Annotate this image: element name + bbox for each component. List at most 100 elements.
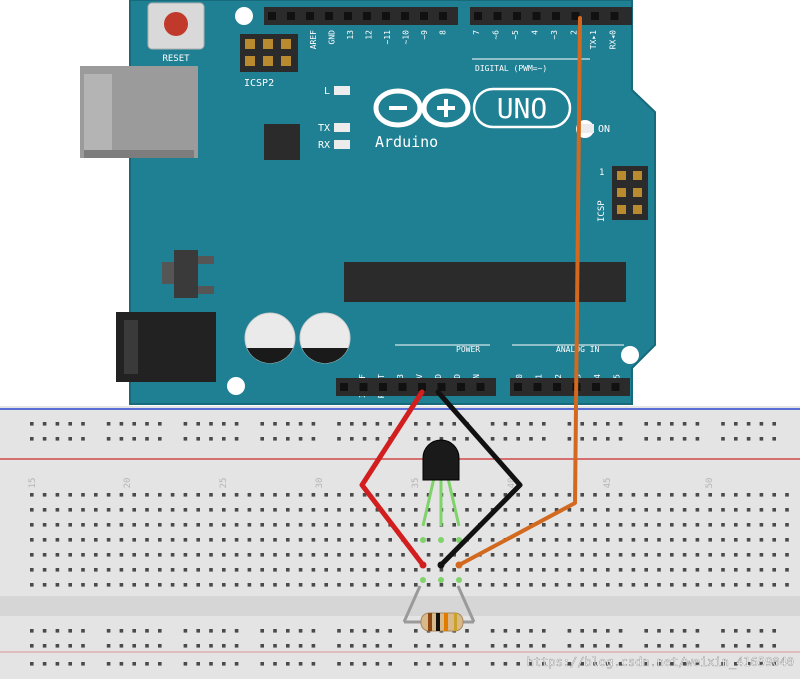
breadboard-hole <box>209 568 213 572</box>
breadboard-hole <box>183 568 188 572</box>
digital-pin-label: ~10 <box>402 30 411 45</box>
breadboard-hole <box>298 538 303 542</box>
breadboard-hole <box>337 583 341 587</box>
breadboard-hole <box>529 437 533 441</box>
breadboard-hole <box>375 568 380 572</box>
breadboard-hole <box>247 523 252 527</box>
breadboard-hole <box>388 583 392 587</box>
breadboard-hole <box>772 493 776 497</box>
breadboard-hole <box>375 493 380 497</box>
breadboard-hole <box>209 662 213 666</box>
capacitor <box>244 312 296 364</box>
breadboard-hole <box>145 523 149 527</box>
breadboard-hole <box>68 568 72 572</box>
led-l-label: L <box>324 86 330 97</box>
breadboard-hole <box>68 437 72 441</box>
breadboard-hole <box>490 553 495 557</box>
breadboard-hole <box>375 629 380 633</box>
usb-connector <box>80 66 198 158</box>
breadboard-hole <box>260 523 264 527</box>
column-number: 40 <box>507 478 517 489</box>
breadboard-hole <box>209 583 213 587</box>
breadboard-hole <box>362 422 367 426</box>
breadboard-hole <box>132 523 136 527</box>
breadboard-hole <box>618 422 623 426</box>
breadboard-hole <box>426 583 431 587</box>
breadboard-hole <box>734 538 738 542</box>
breadboard-hole <box>30 644 34 648</box>
breadboard-hole <box>759 568 764 572</box>
breadboard-hole <box>618 644 623 648</box>
breadboard-hole <box>94 508 98 512</box>
breadboard-hole <box>657 629 661 633</box>
breadboard-hole <box>298 508 303 512</box>
breadboard-hole <box>234 662 239 666</box>
breadboard-hole <box>145 644 149 648</box>
breadboard-hole <box>350 568 354 572</box>
breadboard-hole <box>670 568 674 572</box>
breadboard-hole <box>542 508 546 512</box>
breadboard-hole <box>516 437 520 441</box>
breadboard-hole <box>490 644 495 648</box>
breadboard-hole <box>580 437 584 441</box>
breadboard-hole <box>414 422 418 426</box>
breadboard-hole <box>375 523 380 527</box>
breadboard-hole <box>593 662 597 666</box>
microcontroller-chip <box>344 262 626 302</box>
breadboard-hole <box>55 508 60 512</box>
header-pin <box>513 12 521 20</box>
breadboard-hole <box>401 553 405 557</box>
breadboard-hole <box>350 662 354 666</box>
breadboard-hole <box>401 583 405 587</box>
breadboard-hole <box>337 523 341 527</box>
breadboard-hole <box>567 422 572 426</box>
breadboard-hole <box>503 583 508 587</box>
breadboard-hole <box>593 553 597 557</box>
breadboard-hole <box>670 422 674 426</box>
breadboard-hole <box>746 629 751 633</box>
breadboard-hole <box>542 538 546 542</box>
breadboard-hole <box>145 583 149 587</box>
breadboard-hole <box>606 553 610 557</box>
breadboard-hole <box>670 644 674 648</box>
digital-pin-label: 8 <box>439 30 448 35</box>
breadboard-hole <box>42 493 47 497</box>
breadboard-hole <box>465 493 469 497</box>
breadboard-hole <box>708 538 712 542</box>
digital-pin-label: GND <box>328 30 337 45</box>
breadboard-hole <box>209 422 213 426</box>
breadboard-hole <box>606 422 610 426</box>
center-channel <box>0 596 800 616</box>
breadboard-hole <box>222 662 226 666</box>
breadboard-hole <box>452 538 456 542</box>
breadboard-hole <box>234 508 239 512</box>
breadboard-hole <box>426 523 431 527</box>
breadboard-hole <box>388 644 392 648</box>
breadboard-hole <box>222 538 226 542</box>
breadboard-hole <box>298 629 303 633</box>
breadboard-hole <box>785 583 789 587</box>
breadboard-hole <box>94 493 98 497</box>
breadboard-hole <box>746 583 751 587</box>
breadboard-hole <box>414 508 418 512</box>
breadboard-hole <box>298 422 303 426</box>
breadboard-hole <box>593 583 597 587</box>
breadboard-hole <box>772 523 776 527</box>
breadboard-hole <box>606 523 610 527</box>
breadboard-hole <box>516 538 520 542</box>
resistor <box>402 585 476 632</box>
breadboard-hole <box>286 493 290 497</box>
uno-label: UNO <box>497 92 548 125</box>
breadboard-hole <box>426 553 431 557</box>
breadboard-hole <box>145 629 149 633</box>
reset-button[interactable] <box>147 2 205 50</box>
breadboard-hole <box>145 553 149 557</box>
breadboard-hole <box>362 437 367 441</box>
breadboard-hole <box>222 508 226 512</box>
breadboard-hole <box>554 568 559 572</box>
breadboard-hole <box>183 553 188 557</box>
breadboard-hole <box>119 437 124 441</box>
breadboard-hole <box>273 568 277 572</box>
uno-badge <box>472 87 572 129</box>
breadboard-hole <box>145 437 149 441</box>
